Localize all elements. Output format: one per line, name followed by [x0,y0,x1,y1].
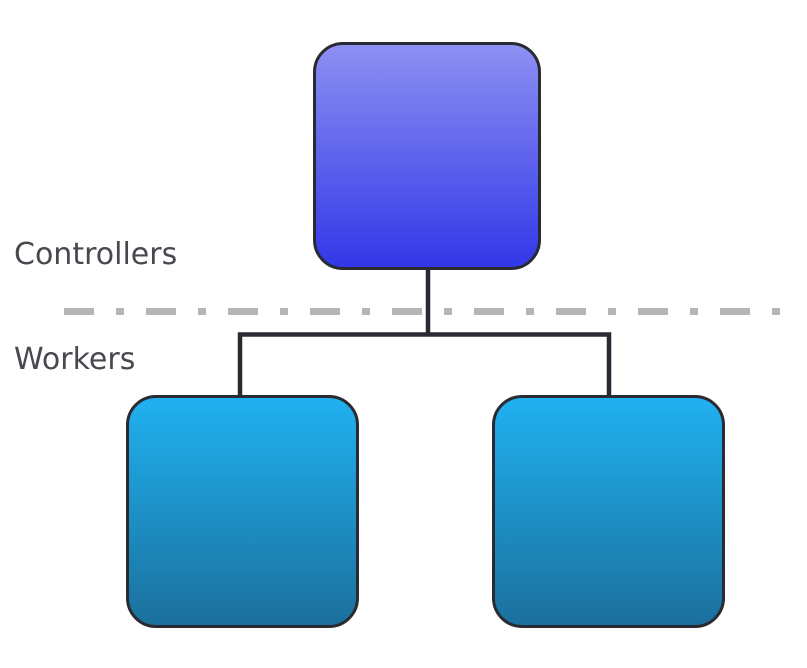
layer-label-workers: Workers [14,342,136,377]
worker-node-1 [126,395,359,628]
layer-divider-line [64,308,786,315]
layer-label-controllers: Controllers [14,237,178,272]
worker-node-2 [492,395,725,628]
connector-branches [237,332,612,397]
controller-node [313,42,541,270]
